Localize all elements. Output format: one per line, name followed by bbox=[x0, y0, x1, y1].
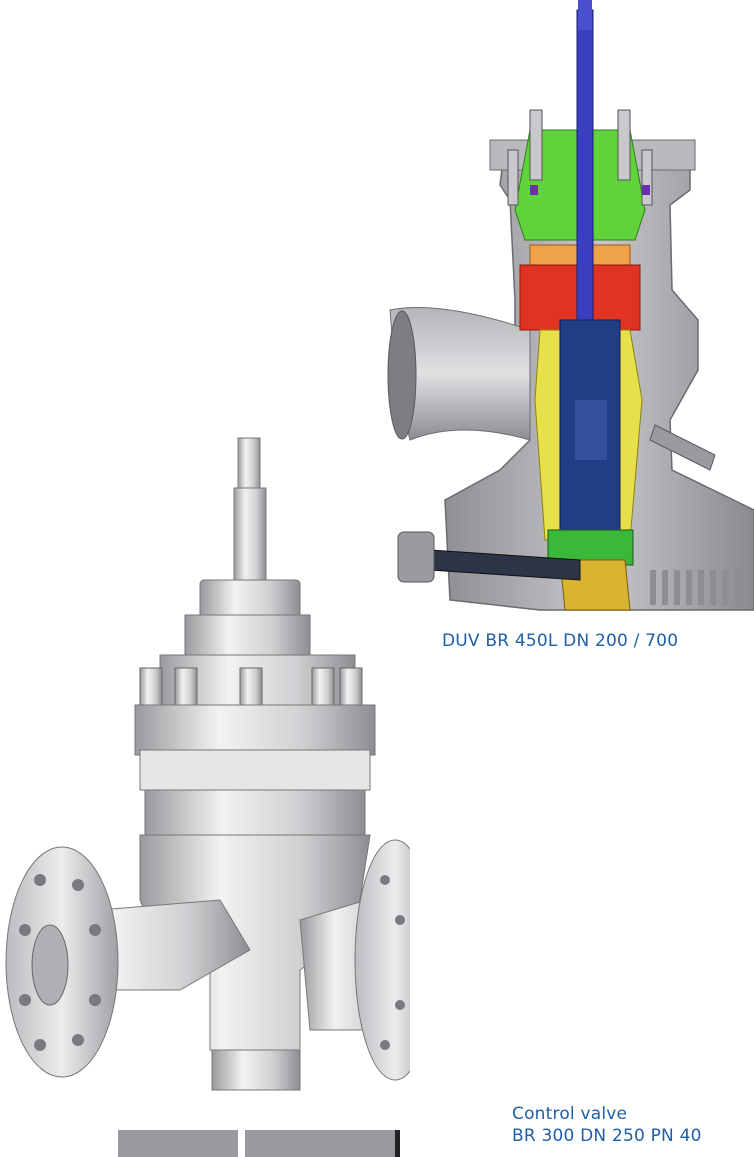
duv-valve-cutaway-drawing bbox=[387, 0, 754, 611]
control-valve-caption: Control valve BR 300 DN 250 PN 40 bbox=[512, 1103, 702, 1147]
control-valve-caption-line1: Control valve bbox=[512, 1104, 628, 1124]
control-valve-caption-line2: BR 300 DN 250 PN 40 bbox=[512, 1126, 702, 1146]
cutaway-valve-caption: DUV BR 450L DN 200 / 700 bbox=[442, 631, 679, 651]
control-valve-drawing bbox=[5, 437, 410, 1157]
